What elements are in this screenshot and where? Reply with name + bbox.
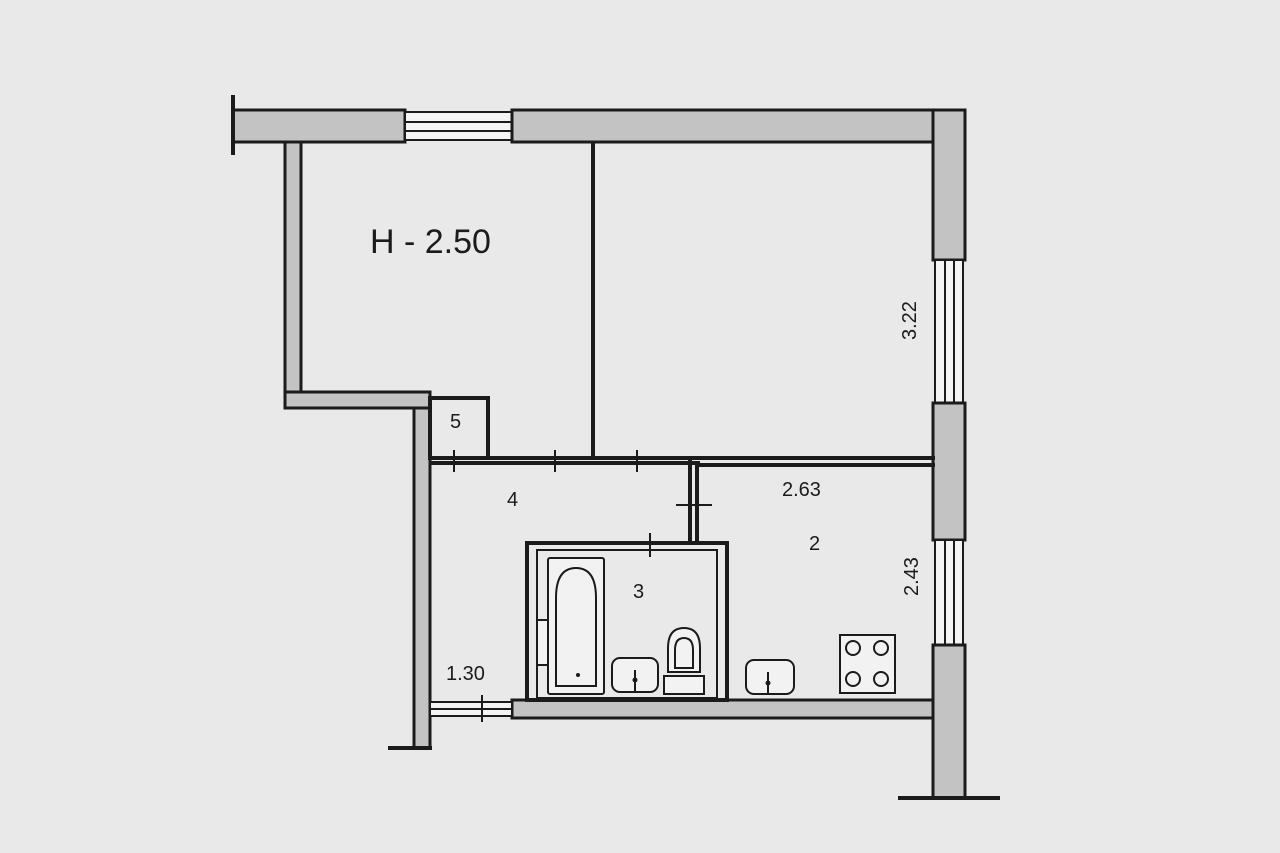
- toilet: [667, 626, 701, 673]
- left-wall: [283, 140, 303, 394]
- right-wall-upper: [931, 108, 967, 262]
- kitchen-sink: [745, 659, 795, 695]
- toilet-tank: [663, 675, 705, 695]
- kitchen-width-dimension: 2.63: [782, 479, 821, 501]
- top-wall-right: [510, 108, 967, 144]
- stove-burner: [845, 671, 861, 687]
- left-lower-wall: [412, 406, 432, 750]
- room-depth-dimension: 3.22: [899, 301, 921, 340]
- right-window-upper: [934, 259, 964, 404]
- left-step-wall: [283, 390, 432, 410]
- stove-burner: [873, 671, 889, 687]
- bottom-wall: [510, 698, 935, 720]
- right-wall-lower: [931, 643, 967, 800]
- top-wall-left: [231, 108, 407, 144]
- bathroom-label: 3: [633, 581, 644, 603]
- stove-burner: [845, 640, 861, 656]
- ceiling-height-label: H - 2.50: [370, 223, 491, 261]
- closet-label: 5: [450, 411, 461, 433]
- bathtub-step: [536, 619, 549, 666]
- top-window: [404, 111, 513, 141]
- bathtub-basin: [555, 566, 597, 687]
- hallway-label: 4: [507, 489, 518, 511]
- right-window-lower: [934, 539, 964, 646]
- stove-burner: [873, 640, 889, 656]
- bathtub-drain: [576, 673, 580, 677]
- kitchen-label: 2: [809, 533, 820, 555]
- toilet-bowl: [674, 636, 694, 669]
- kitchen-depth-dimension: 2.43: [901, 557, 923, 596]
- right-wall-middle: [931, 401, 967, 542]
- bathroom-outer: [525, 541, 729, 702]
- balcony-width-dimension: 1.30: [446, 663, 485, 685]
